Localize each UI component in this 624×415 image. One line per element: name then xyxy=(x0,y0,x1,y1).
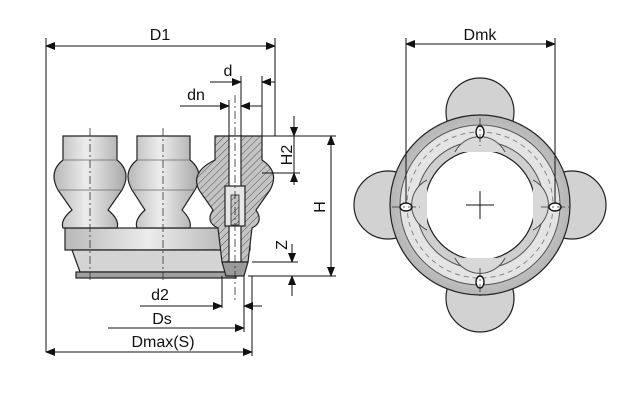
suction-cup-middle xyxy=(127,135,200,229)
label-h: H xyxy=(312,201,329,213)
side-view: D1 d dn H2 H Z d2 Ds Dmax(S) xyxy=(45,27,336,356)
label-d1: D1 xyxy=(150,27,171,44)
top-view: Dmk xyxy=(353,27,607,333)
label-dmax: Dmax(S) xyxy=(131,334,194,351)
base-lip xyxy=(71,249,241,273)
label-dn: dn xyxy=(187,87,205,104)
seal-edge xyxy=(75,271,237,279)
label-d: d xyxy=(224,63,233,80)
label-h2: H2 xyxy=(279,145,296,166)
label-d2: d2 xyxy=(151,287,169,304)
label-ds: Ds xyxy=(152,311,172,328)
label-dmk: Dmk xyxy=(464,27,498,44)
label-z: Z xyxy=(274,240,291,250)
